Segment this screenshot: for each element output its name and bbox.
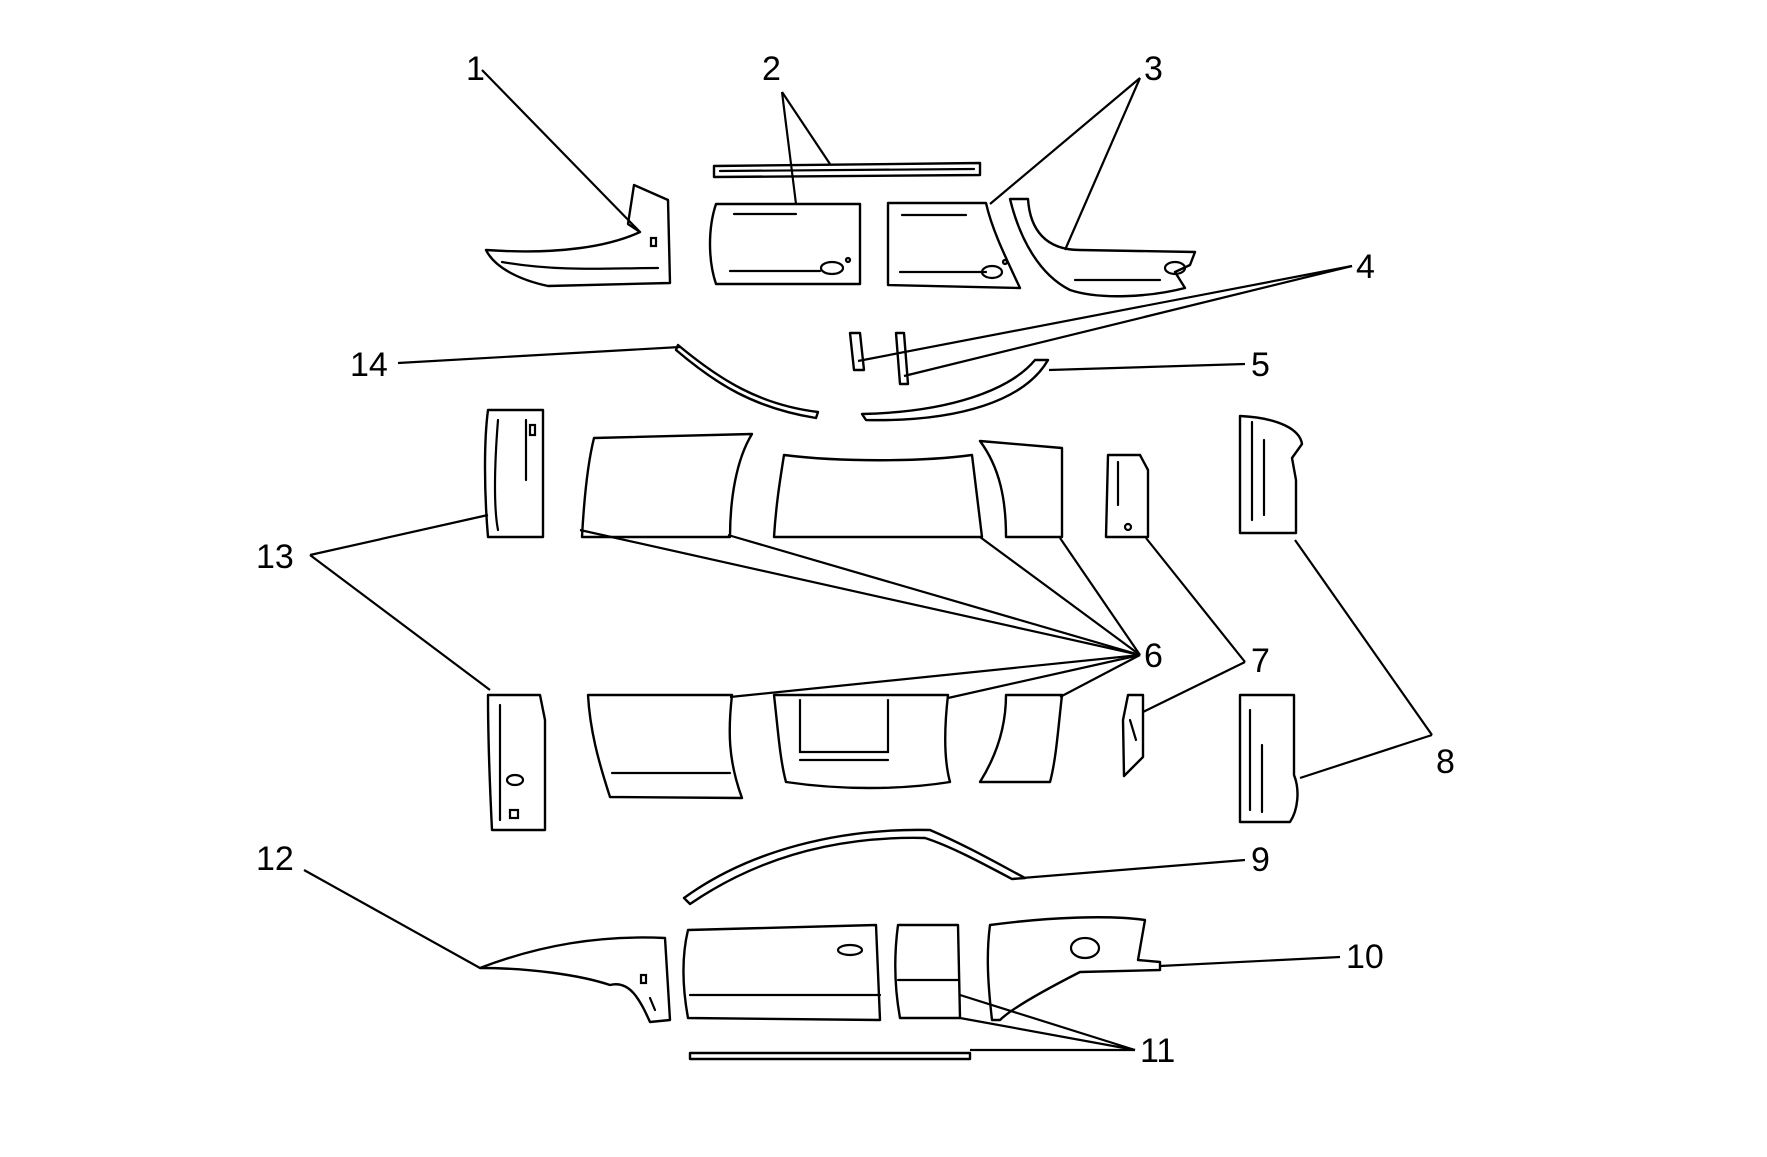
callout-3: 3 [1144, 50, 1163, 88]
roof-panel [772, 453, 984, 539]
callout-13: 13 [256, 538, 294, 576]
callout-5: 5 [1251, 346, 1270, 384]
right-front-door [682, 923, 882, 1022]
callout-7: 7 [1251, 642, 1270, 680]
small-pillar-lower [1121, 693, 1145, 778]
roof-molding-rear-arc [860, 358, 1050, 422]
rear-door-top-view [886, 201, 1022, 290]
roof-side-rail-molding [682, 828, 1027, 906]
callout-14: 14 [350, 346, 388, 384]
callout-11: 11 [1140, 1032, 1175, 1070]
underbody-rear-panel [978, 693, 1064, 784]
front-door-top-view [708, 202, 862, 286]
callout-12: 12 [256, 840, 294, 878]
front-fender-top-view [484, 183, 672, 288]
rocker-molding [688, 1051, 972, 1061]
leader-lines [303, 69, 1433, 1052]
callout-9: 9 [1251, 841, 1270, 879]
callout-1: 1 [466, 50, 485, 88]
underbody-center-panel [772, 693, 952, 790]
right-quarter-panel [986, 916, 1162, 1022]
quarter-panel-top-view [1008, 197, 1197, 298]
underbody-front-panel [586, 693, 744, 800]
roof-molding-front-arc [674, 343, 820, 420]
left-lock-pillar-lower [486, 693, 547, 832]
left-lock-pillar-upper [483, 408, 545, 539]
hood-panel [580, 432, 754, 539]
callout-6: 6 [1144, 637, 1163, 675]
pillar-appliques [848, 331, 910, 386]
callout-labels: 1 2 3 4 5 6 7 8 9 10 11 12 13 14 [256, 50, 1455, 1070]
roof-rail-molding-top [712, 161, 982, 179]
small-pillar-upper [1104, 453, 1150, 539]
callout-4: 4 [1356, 248, 1375, 286]
right-hinge-pillar-lower [1238, 693, 1299, 824]
rear-upper-panel [978, 439, 1064, 539]
right-front-fender [478, 936, 672, 1024]
right-rear-door [894, 923, 962, 1020]
callout-2: 2 [762, 50, 781, 88]
right-hinge-pillar-upper [1238, 414, 1304, 535]
callout-8: 8 [1436, 743, 1455, 781]
callout-10: 10 [1346, 938, 1384, 976]
